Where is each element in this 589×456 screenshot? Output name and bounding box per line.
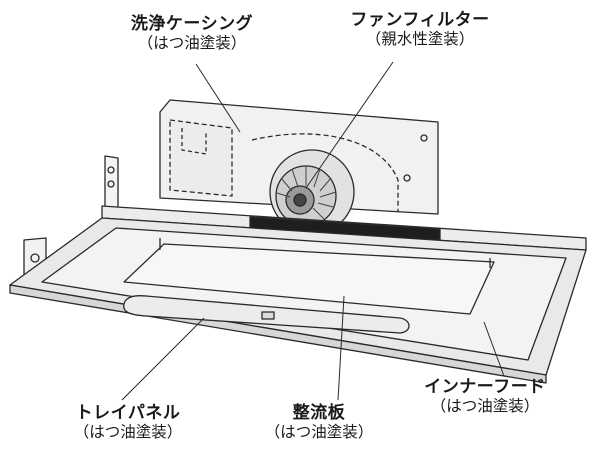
fan-filter-coating: （親水性塗装）: [365, 30, 475, 49]
inner-hood-name: インナーフード: [424, 377, 546, 397]
label-tray-panel: トレイパネル （はつ油塗装）: [58, 403, 198, 441]
leader-plate: [337, 295, 345, 401]
washing-casing-coating: （はつ油塗装）: [137, 34, 247, 53]
tray-panel-name: トレイパネル: [75, 403, 181, 423]
label-fan-filter: ファンフィルター （親水性塗装）: [330, 10, 510, 48]
inner-hood-coating: （はつ油塗装）: [430, 397, 540, 416]
leader-hood: [483, 321, 505, 377]
leader-tray: [121, 317, 205, 401]
fan-filter-name: ファンフィルター: [350, 10, 490, 30]
label-washing-casing: 洗浄ケーシング （はつ油塗装）: [112, 14, 272, 52]
flow-plate-coating: （はつ油塗装）: [264, 423, 374, 442]
fan-housing: [251, 133, 399, 235]
label-inner-hood: インナーフード （はつ油塗装）: [400, 377, 570, 415]
leader-casing: [195, 63, 241, 133]
casing-box: [169, 119, 233, 197]
flow-plate: [123, 243, 495, 315]
washing-casing-name: 洗浄ケーシング: [130, 14, 254, 34]
tray-panel-coating: （はつ油塗装）: [73, 423, 183, 442]
leader-fan: [305, 61, 394, 189]
fan-blades: [276, 166, 337, 220]
flow-plate-name: 整流板: [292, 403, 346, 423]
label-flow-plate: 整流板 （はつ油塗装）: [244, 403, 394, 441]
